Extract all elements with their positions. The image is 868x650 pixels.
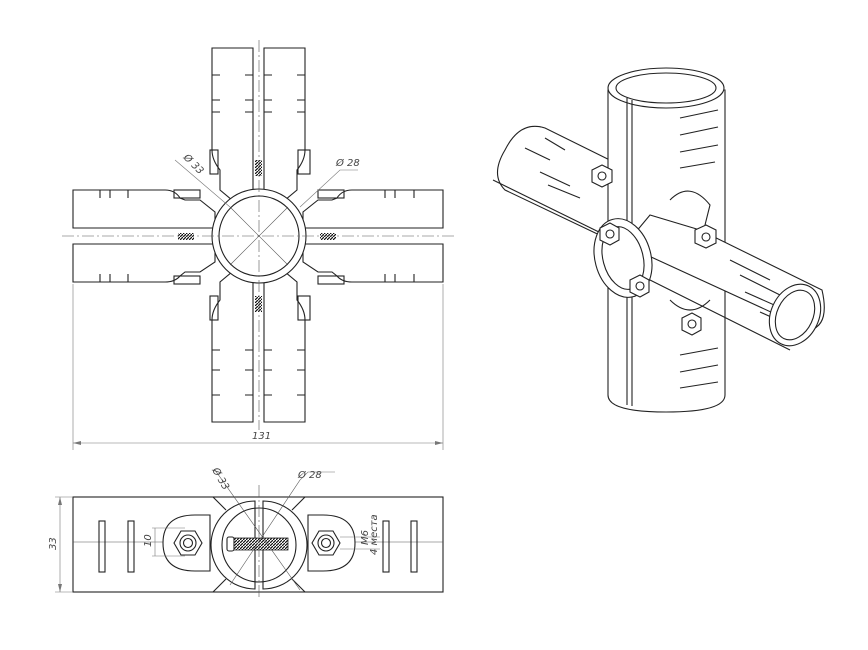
nut-icon — [317, 275, 345, 285]
thread-count-label: 4 места — [369, 514, 380, 555]
nut-icon — [297, 149, 311, 175]
nut-icon — [209, 295, 219, 321]
nut-icon — [297, 295, 311, 321]
nut-icon — [311, 530, 341, 556]
dim-height: 33 — [48, 537, 59, 550]
isometric-view — [492, 67, 825, 413]
dim-inner-diameter: Ø 28 — [335, 157, 360, 169]
side-body — [72, 496, 444, 593]
nut-icon — [694, 224, 717, 249]
bolt-thread — [178, 233, 194, 240]
dim-outer-diameter-side: Ø 33 — [209, 465, 232, 492]
top-right-arm — [263, 47, 306, 201]
side-view: Ø 33 Ø 28 33 10 M6 4 места — [48, 465, 444, 600]
left-lower-arm — [72, 243, 216, 283]
left-upper-arm — [72, 189, 216, 229]
dim-outer-diameter: Ø 33 — [180, 151, 206, 177]
nut-icon — [173, 530, 203, 556]
bolt-thread — [320, 233, 336, 240]
nut-icon — [591, 164, 613, 188]
nut-icon — [599, 222, 620, 246]
top-view: Ø 33 Ø 28 131 — [62, 40, 455, 450]
nut-icon — [681, 312, 702, 336]
right-upper-arm — [302, 189, 444, 229]
slots — [98, 520, 418, 573]
thread-label: M6 — [360, 530, 371, 545]
nut-icon — [629, 274, 650, 298]
bolt-thread — [233, 537, 289, 551]
top-left-arm — [211, 47, 254, 201]
nut-icon — [317, 189, 345, 199]
right-lower-arm — [302, 243, 444, 283]
bottom-right-arm — [263, 271, 306, 423]
nut-icon — [173, 189, 201, 199]
dim-inner-diameter-side: Ø 28 — [297, 469, 322, 481]
bottom-left-arm — [211, 271, 254, 423]
nut-icon — [209, 149, 219, 175]
dim-overall-width: 131 — [252, 431, 271, 442]
nut-icon — [173, 275, 201, 285]
bolt-thread — [255, 160, 262, 176]
bolt-thread — [255, 296, 262, 312]
dim-nut-width: 10 — [143, 534, 154, 547]
